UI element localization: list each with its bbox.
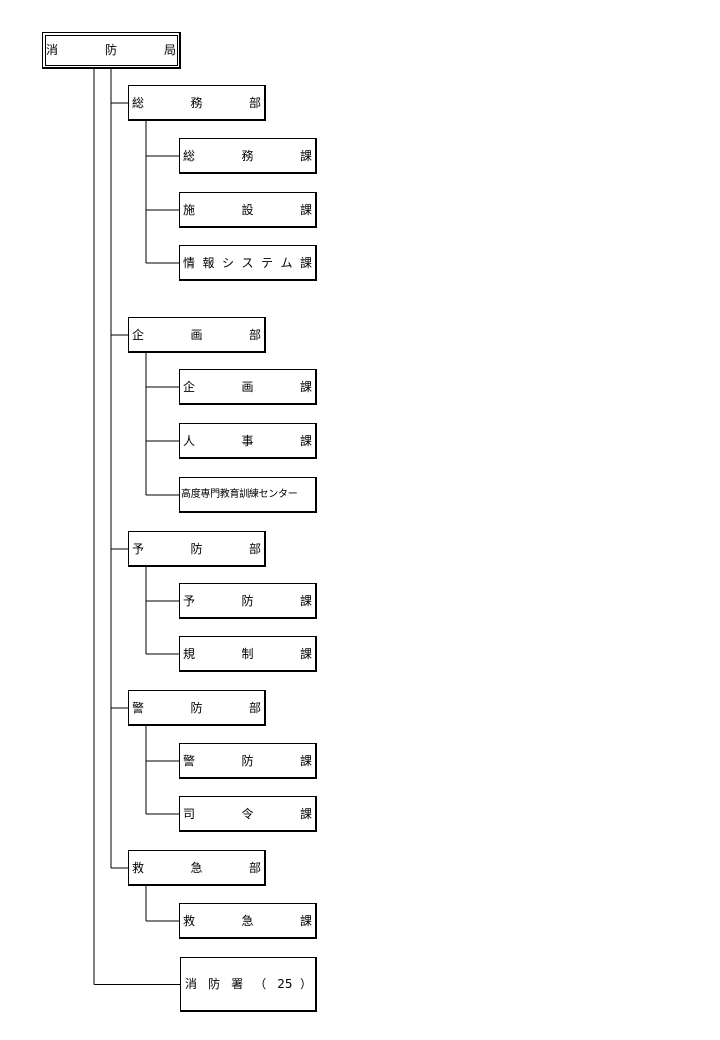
section-box-keibo-1: 司 令 課 (179, 796, 317, 832)
section-box-yobo-0-label: 予 防 課 (183, 593, 312, 608)
section-box-somu-2: 情 報 シ ス テ ム 課 (179, 245, 317, 281)
section-box-keibo-1-label: 司 令 課 (183, 806, 312, 821)
dept-box-somu-label: 総 務 部 (132, 95, 261, 110)
section-box-keibo-0-label: 警 防 課 (183, 753, 312, 768)
dept-box-kikaku-label: 企 画 部 (132, 327, 261, 342)
station-box-shobosho: 消 防 署 （ 25 ） (180, 957, 317, 1012)
dept-box-somu: 総 務 部 (128, 85, 266, 121)
section-box-somu-0: 総 務 課 (179, 138, 317, 174)
section-box-kikaku-1: 人 事 課 (179, 423, 317, 459)
section-box-somu-2-label: 情 報 シ ス テ ム 課 (183, 255, 312, 270)
dept-box-kyukyu-label: 救 急 部 (132, 860, 261, 875)
section-box-somu-1-label: 施 設 課 (183, 202, 312, 217)
dept-box-keibo-label: 警 防 部 (132, 700, 261, 715)
dept-box-kyukyu: 救 急 部 (128, 850, 266, 886)
section-box-kyukyu-0-label: 救 急 課 (183, 913, 312, 928)
section-box-kikaku-0-label: 企 画 課 (183, 379, 312, 394)
dept-box-yobo: 予 防 部 (128, 531, 266, 567)
dept-box-yobo-label: 予 防 部 (132, 541, 261, 556)
section-box-somu-1: 施 設 課 (179, 192, 317, 228)
dept-box-keibo: 警 防 部 (128, 690, 266, 726)
section-box-yobo-1-label: 規 制 課 (183, 646, 312, 661)
section-box-yobo-1: 規 制 課 (179, 636, 317, 672)
section-box-kikaku-2: 高度専門教育訓練センター (179, 477, 317, 513)
section-box-keibo-0: 警 防 課 (179, 743, 317, 779)
section-box-kyukyu-0: 救 急 課 (179, 903, 317, 939)
section-box-somu-0-label: 総 務 課 (183, 148, 312, 163)
root-box-shobo-kyoku: 消 防 局 (42, 32, 181, 69)
section-box-kikaku-0: 企 画 課 (179, 369, 317, 405)
dept-box-kikaku: 企 画 部 (128, 317, 266, 353)
section-box-kikaku-1-label: 人 事 課 (183, 433, 312, 448)
root-box-shobo-kyoku-label: 消 防 局 (46, 43, 176, 57)
section-box-kikaku-2-label: 高度専門教育訓練センター (181, 488, 298, 500)
station-box-shobosho-label: 消 防 署 （ 25 ） (185, 977, 312, 991)
section-box-yobo-0: 予 防 課 (179, 583, 317, 619)
